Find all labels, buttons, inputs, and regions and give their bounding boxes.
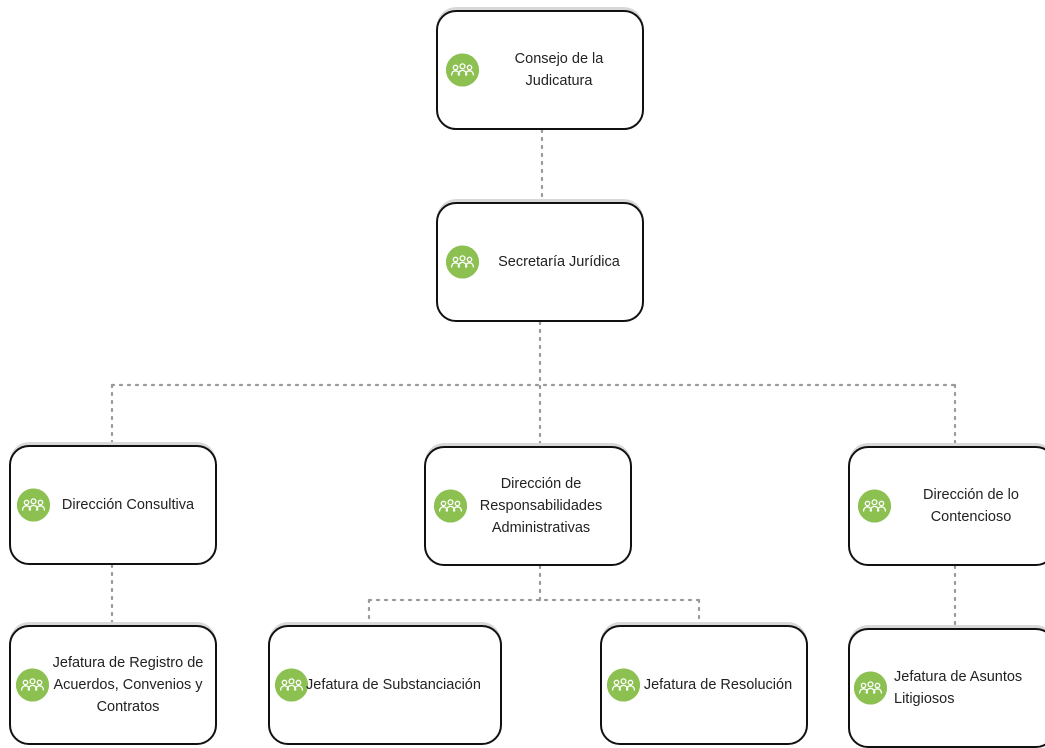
node-label: Dirección de Responsabilidades Administr…	[479, 476, 603, 536]
people-group-icon	[858, 489, 891, 523]
people-group-icon	[446, 245, 479, 279]
node-direccion-responsabilidades: Dirección de Responsabilidades Administr…	[424, 446, 632, 566]
node-label: Jefatura de Resolución	[643, 677, 793, 693]
node-consejo-de-la-judicatura: Consejo de la Judicatura	[436, 10, 644, 130]
node-secretaria-juridica: Secretaría Jurídica	[436, 202, 644, 322]
people-group-icon	[16, 668, 49, 702]
node-direccion-consultiva: Dirección Consultiva	[9, 445, 217, 565]
people-group-icon	[434, 489, 467, 523]
people-group-icon	[854, 671, 887, 705]
node-label: Secretaría Jurídica	[498, 254, 620, 270]
node-jefatura-asuntos-litigiosos: Jefatura de Asuntos Litigiosos	[848, 628, 1045, 748]
people-group-icon	[446, 53, 479, 87]
node-jefatura-registro: Jefatura de Registro de Acuerdos, Conven…	[9, 625, 217, 745]
people-group-icon	[275, 668, 308, 702]
node-label: Jefatura de Asuntos Litigiosos	[894, 669, 1023, 707]
node-label: Dirección de lo Contencioso	[923, 487, 1019, 525]
node-label: Jefatura de Registro de Acuerdos, Conven…	[52, 655, 204, 715]
node-label: Consejo de la Judicatura	[514, 51, 604, 89]
node-jefatura-resolucion: Jefatura de Resolución	[600, 625, 808, 745]
node-jefatura-substanciacion: Jefatura de Substanciación	[268, 625, 502, 745]
node-label: Jefatura de Substanciación	[306, 677, 481, 693]
people-group-icon	[17, 488, 50, 522]
node-direccion-contencioso: Dirección de lo Contencioso	[848, 446, 1045, 566]
node-label: Dirección Consultiva	[61, 497, 195, 513]
people-group-icon	[607, 668, 640, 702]
